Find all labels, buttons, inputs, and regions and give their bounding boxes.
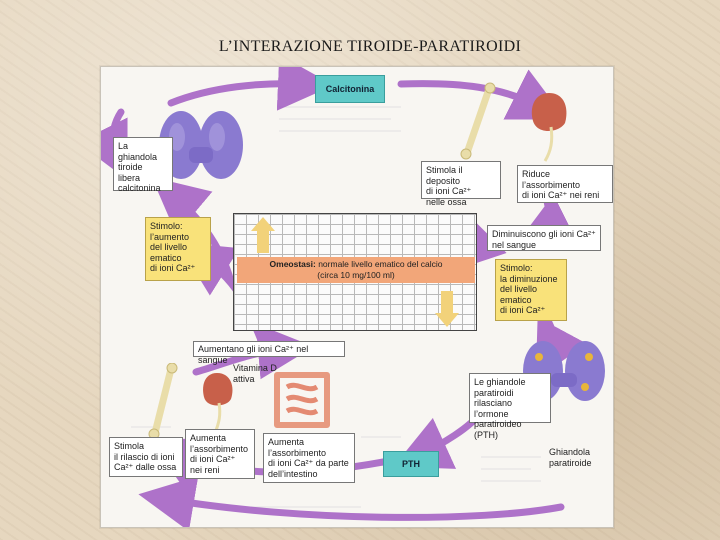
parathyroid-release-line: paratiroidi: [474, 387, 514, 398]
stimulus-decrease-label: Stimolo: la diminuzione del livello emat…: [495, 259, 567, 321]
kidney-icon: [531, 93, 567, 162]
diagram-panel: Calcitonina PTH La ghiandola tiroide lib…: [100, 66, 614, 528]
parathyroid-gland-line: Ghiandola: [549, 447, 591, 457]
intestine-icon: [274, 372, 330, 428]
kidney-increase-line: Aumenta: [190, 433, 227, 443]
homeostasis-text: normale livello ematico del calcio: [318, 259, 443, 269]
stimulus-decrease-line: ematico: [500, 294, 532, 305]
homeostasis-arrows: [251, 217, 459, 327]
thyroid-label-line: La ghiandola: [118, 141, 158, 162]
stimulus-decrease-line: Stimolo:: [500, 263, 533, 273]
bone-icon: [460, 82, 496, 160]
homeostasis-sub: (circa 10 mg/100 ml): [317, 270, 395, 280]
stimulus-increase-line: del livello: [150, 242, 188, 252]
bone-deposit-line: Stimola il deposito: [426, 165, 463, 186]
homeostasis-title: Omeostasi:: [269, 259, 316, 269]
kidney-icon: [203, 373, 233, 434]
vitamin-d-line: Vitamina D: [233, 363, 277, 373]
calcium-decrease-label: Diminuiscono gli ioni Ca²⁺ nel sangue: [487, 225, 601, 251]
parathyroid-release-line: paratiroideo (PTH): [474, 419, 522, 440]
arrow-thyroid-to-calcitonin: [167, 67, 334, 111]
kidney-reduce-line: l’assorbimento: [522, 179, 581, 190]
stimulus-decrease-line: del livello: [500, 284, 538, 294]
stimulus-decrease-line: di ioni Ca²⁺: [500, 305, 546, 315]
vitamin-d-line: attiva: [233, 373, 255, 384]
calcium-increase-label: Aumentano gli ioni Ca²⁺ nel sangue: [193, 341, 345, 365]
intestine-increase-line: l’assorbimento: [268, 447, 327, 458]
stimulus-decrease-line: la diminuzione: [500, 273, 558, 284]
stimulus-increase-line: l’aumento: [150, 231, 190, 242]
kidney-increase-line: nei reni: [190, 464, 220, 475]
kidney-increase-line: di ioni Ca²⁺: [190, 454, 236, 464]
vitamin-d-label: Vitamina D attiva: [233, 363, 289, 384]
bone-release-line: Stimola: [114, 441, 145, 451]
bone-deposit-line: nelle ossa: [426, 196, 467, 207]
kidney-reduce-line: di ioni Ca²⁺ nei reni: [522, 190, 600, 200]
stimulus-increase-line: ematico: [150, 252, 182, 263]
kidney-increase-label: Aumenta l’assorbimento di ioni Ca²⁺ nei …: [185, 429, 255, 479]
bone-release-line: Ca²⁺ dalle ossa: [114, 462, 177, 472]
pth-box: PTH: [383, 451, 439, 477]
intestine-increase-line: Aumenta: [268, 437, 305, 447]
stimulus-increase-label: Stimolo: l’aumento del livello ematico d…: [145, 217, 211, 281]
intestine-increase-line: di ioni Ca²⁺ da parte: [268, 458, 349, 468]
calcium-decrease-line: nel sangue: [492, 239, 537, 250]
calcium-decrease-line: Diminuiscono gli ioni Ca²⁺: [492, 229, 596, 239]
parathyroid-release-line: Le ghiandole: [474, 377, 526, 387]
bone-release-line: il rilascio di ioni: [114, 451, 175, 462]
arrow-calcitonin-to-targets: [397, 69, 567, 120]
thyroid-label-line: calcitonina: [118, 183, 161, 193]
calcitonin-box: Calcitonina: [315, 75, 385, 103]
stimulus-increase-line: Stimolo:: [150, 221, 183, 231]
kidney-increase-line: l’assorbimento: [190, 443, 249, 454]
bone-icon: [148, 363, 178, 439]
parathyroid-gland-line: paratiroide: [549, 457, 592, 468]
thyroid-label: La ghiandola tiroide libera calcitonina: [113, 137, 173, 193]
bone-deposit-label: Stimola il deposito di ioni Ca²⁺ nelle o…: [421, 161, 501, 207]
bone-deposit-line: di ioni Ca²⁺: [426, 186, 472, 196]
parathyroid-release-line: rilasciano l’ormone: [474, 398, 513, 419]
stimulus-increase-line: di ioni Ca²⁺: [150, 263, 196, 273]
intestine-increase-label: Aumenta l’assorbimento di ioni Ca²⁺ da p…: [263, 433, 355, 483]
arrow-stimulus-high: [151, 176, 235, 286]
intestine-increase-line: dell’intestino: [268, 468, 318, 479]
arrow-bottom-loop: [138, 476, 565, 527]
thyroid-label-line: tiroide: [118, 162, 143, 172]
parathyroid-gland-label: Ghiandola paratiroide: [549, 447, 609, 468]
bone-release-label: Stimola il rilascio di ioni Ca²⁺ dalle o…: [109, 437, 183, 477]
page-title: L’INTERAZIONE TIROIDE-PARATIROIDI: [218, 38, 522, 55]
thyroid-label-line: libera: [118, 172, 141, 183]
kidney-reduce-label: Riduce l’assorbimento di ioni Ca²⁺ nei r…: [517, 165, 613, 203]
kidney-reduce-line: Riduce: [522, 169, 551, 179]
parathyroid-release-label: Le ghiandole paratiroidi rilasciano l’or…: [469, 373, 551, 440]
homeostasis-band: Omeostasi: normale livello ematico del c…: [237, 257, 475, 283]
